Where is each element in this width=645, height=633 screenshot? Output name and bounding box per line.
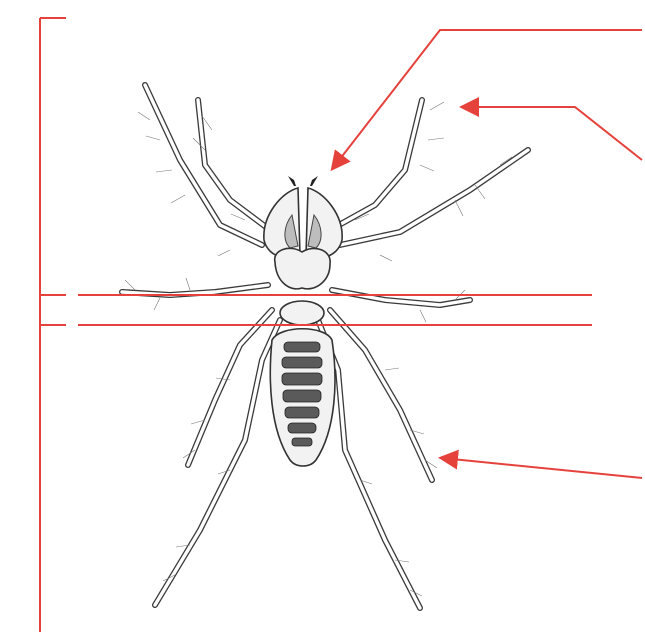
region-bracket [40,18,66,632]
pedipalp-right [330,100,422,230]
body [264,176,342,466]
fang-right [310,176,318,186]
leg-4-left [155,320,280,605]
callout-arrow-leg [442,458,642,478]
leg-2-left [122,285,268,295]
callout-arrow-chelicerae [333,30,642,168]
leg-2-right [332,290,470,305]
waist [280,301,324,325]
leg-3-left [188,310,272,465]
chelicera-left [264,188,300,258]
fang-left [288,176,296,186]
abdomen-segments [282,342,322,446]
propeltidium [275,248,330,289]
callout-arrow-pedipalp [463,107,642,160]
leg-1-right [340,150,528,245]
